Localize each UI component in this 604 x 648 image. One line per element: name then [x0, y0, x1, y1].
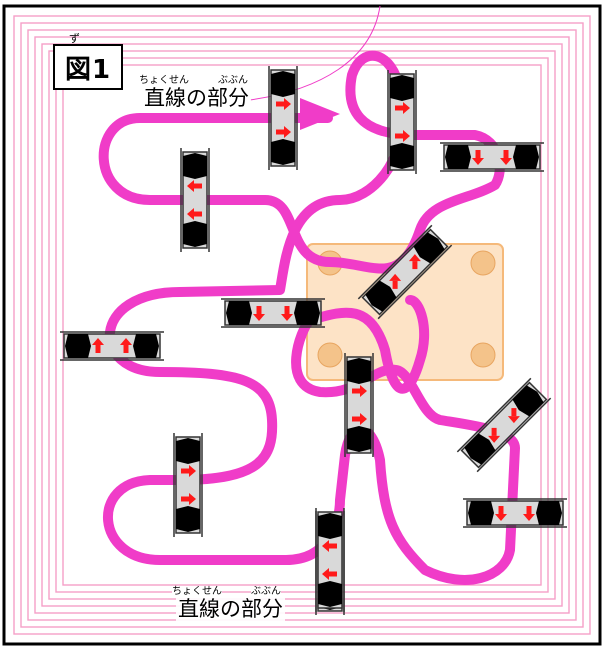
car-wheel — [176, 506, 200, 532]
caption-ruby-right: ぶぶん — [218, 75, 248, 87]
red-arrow-icon — [500, 150, 512, 165]
red-arrow-icon — [187, 208, 202, 220]
center-board — [306, 243, 504, 381]
board-pin — [470, 342, 496, 368]
red-arrow-icon — [507, 408, 520, 424]
car-wheel — [464, 433, 496, 465]
red-arrow-icon — [495, 506, 507, 521]
car-wheel — [226, 301, 252, 325]
caption-ruby-left: ちょくせん — [172, 586, 222, 598]
red-arrow-icon — [281, 306, 293, 321]
red-arrow-icon — [181, 465, 196, 477]
border-stripe — [20, 22, 584, 628]
car-wheel — [512, 385, 544, 417]
car-wheel — [413, 232, 445, 264]
car-wheel — [468, 501, 494, 525]
caption-ruby-right: ぶぶん — [251, 586, 281, 598]
border-stripe — [27, 29, 577, 621]
car-wheel — [536, 501, 562, 525]
track-car — [173, 433, 203, 537]
border-stripe — [41, 43, 563, 607]
red-arrow-icon — [253, 306, 265, 321]
track-car — [268, 66, 298, 170]
red-arrow-icon — [408, 254, 421, 270]
track-car — [463, 498, 567, 528]
car-wheel — [390, 75, 414, 101]
car-wheel — [347, 426, 371, 452]
red-arrow-icon — [523, 506, 535, 521]
large-triangle-arrow-icon — [300, 98, 340, 130]
track-car — [440, 142, 544, 172]
red-arrow-icon — [395, 130, 410, 142]
track-car — [221, 298, 325, 328]
track-car — [344, 353, 374, 457]
red-arrow-icon — [322, 540, 337, 552]
figure-label-ruby: ず — [69, 32, 80, 45]
car-wheel — [347, 358, 371, 384]
car-wheel — [271, 71, 295, 97]
track-car — [315, 508, 345, 612]
border-stripe — [48, 50, 556, 600]
border-stripes — [13, 15, 591, 635]
car-wheel — [183, 221, 207, 247]
border-stripe — [13, 15, 591, 635]
figure-label: 図1 — [53, 44, 123, 90]
board-pin — [317, 342, 343, 368]
car-rail — [377, 244, 453, 320]
red-arrow-icon — [488, 427, 501, 443]
red-arrow-icon — [352, 385, 367, 397]
red-arrow-icon — [276, 98, 291, 110]
red-arrow-icon — [276, 126, 291, 138]
red-arrow-icon — [120, 338, 132, 353]
straight-section-caption: 直線の部分 — [176, 597, 285, 621]
straight-section-caption: 直線の部分 — [142, 86, 251, 110]
track-car — [60, 331, 164, 361]
board-pin — [470, 250, 496, 276]
track-car — [357, 224, 453, 320]
car-wheel — [176, 438, 200, 464]
car-wheel — [365, 280, 397, 312]
car-wheel — [294, 301, 320, 325]
red-arrow-icon — [472, 150, 484, 165]
car-wheel — [133, 334, 159, 358]
border-stripe — [55, 57, 549, 593]
car-wheel — [390, 143, 414, 169]
car-wheel — [318, 513, 342, 539]
track-car — [387, 70, 417, 174]
cars-layer — [60, 66, 567, 615]
red-arrow-icon — [187, 180, 202, 192]
car-rail — [456, 377, 532, 453]
track-car — [456, 377, 552, 473]
car-rail — [476, 397, 552, 473]
car-wheel — [513, 145, 539, 169]
car-wheel — [318, 581, 342, 607]
red-arrow-icon — [395, 102, 410, 114]
red-arrow-icon — [352, 413, 367, 425]
red-arrow-icon — [389, 273, 402, 289]
car-wheel — [65, 334, 91, 358]
caption-ruby-left: ちょくせん — [139, 75, 189, 87]
car-wheel — [445, 145, 471, 169]
border-stripe — [34, 36, 570, 614]
figure-label-text: 図1 — [64, 54, 112, 85]
border-stripe — [62, 64, 542, 586]
car-wheel — [271, 139, 295, 165]
red-arrow-icon — [322, 568, 337, 580]
car-wheel — [183, 153, 207, 179]
red-arrow-icon — [92, 338, 104, 353]
car-rail — [357, 224, 433, 300]
red-arrow-icon — [181, 493, 196, 505]
track-car — [180, 148, 210, 252]
